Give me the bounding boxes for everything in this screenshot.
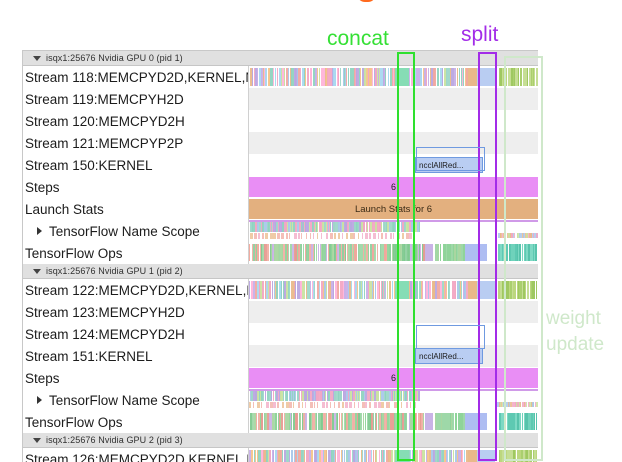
row-track[interactable] (248, 220, 538, 242)
timeline-row[interactable]: Stream 123:MEMCPYH2D (23, 301, 538, 323)
timeline-row[interactable]: Stream 151:KERNEL ncclAllRed... (23, 345, 538, 367)
timeline-row[interactable]: Stream 122:MEMCPYD2D,KERNEL,MI (23, 279, 538, 301)
timeline-row[interactable]: Stream 118:MEMCPYD2D,KERNEL,ME (23, 66, 538, 88)
annotation-weight-update-line2: update (546, 334, 604, 355)
chevron-down-icon[interactable] (33, 56, 41, 61)
row-label-text: TensorFlow Name Scope (49, 393, 200, 408)
row-label-text: Stream 150:KERNEL (25, 158, 153, 173)
row-label-text: TensorFlow Name Scope (49, 224, 200, 239)
row-track[interactable] (248, 323, 538, 345)
row-label-text: Steps (25, 371, 60, 386)
timeline-row[interactable]: Stream 121:MEMCPYP2P (23, 132, 538, 154)
row-label-text: Stream 121:MEMCPYP2P (25, 136, 183, 151)
row-track[interactable] (248, 110, 538, 132)
timeline-row[interactable]: Stream 120:MEMCPYD2H (23, 110, 538, 132)
chevron-right-icon[interactable] (37, 227, 42, 235)
chevron-right-icon[interactable] (37, 396, 42, 404)
row-label[interactable]: TensorFlow Ops (23, 242, 248, 264)
timeline-row[interactable]: Stream 124:MEMCPYD2H (23, 323, 538, 345)
row-label-text: Launch Stats (25, 202, 104, 217)
row-label[interactable]: Stream 119:MEMCPYH2D (23, 88, 248, 110)
row-label[interactable]: Stream 121:MEMCPYP2P (23, 132, 248, 154)
timeline-row[interactable]: Launch Stats Launch Stats for 6 (23, 198, 538, 220)
row-track[interactable]: 6 (248, 367, 538, 389)
annotation-weight-update: weight update (546, 306, 604, 358)
row-label-text: Stream 120:MEMCPYD2H (25, 114, 185, 129)
timeline-row[interactable]: TensorFlow Name Scope (23, 220, 538, 242)
chevron-down-icon[interactable] (33, 438, 41, 443)
annotation-split: split (461, 23, 498, 47)
row-track[interactable] (248, 88, 538, 110)
annotation-concat: concat (327, 27, 389, 51)
row-label[interactable]: Stream 124:MEMCPYD2H (23, 323, 248, 345)
row-label-text: TensorFlow Ops (25, 415, 123, 430)
annotation-weight-update-line1: weight (546, 308, 601, 329)
group-header-gpu-2[interactable]: isqx1:25676 Nvidia GPU 2 (pid 3) (23, 433, 538, 448)
timeline-row[interactable]: TensorFlow Ops (23, 411, 538, 433)
row-track[interactable] (248, 66, 538, 88)
row-label[interactable]: Steps (23, 176, 248, 198)
group-header-gpu-0[interactable]: isqx1:25676 Nvidia GPU 0 (pid 1) (23, 51, 538, 66)
row-track[interactable] (248, 279, 538, 301)
row-label[interactable]: Stream 120:MEMCPYD2H (23, 110, 248, 132)
row-track[interactable] (248, 242, 538, 264)
row-track[interactable]: Launch Stats for 6 (248, 198, 538, 220)
row-label[interactable]: Stream 151:KERNEL (23, 345, 248, 367)
row-label-text: Stream 126:MEMCPYD2D,KERNEL,MI (25, 452, 248, 462)
row-label[interactable]: Steps (23, 367, 248, 389)
row-label-text: Stream 123:MEMCPYH2D (25, 305, 185, 320)
row-track[interactable] (248, 132, 538, 154)
row-track[interactable] (248, 411, 538, 433)
row-track[interactable]: 6 (248, 176, 538, 198)
timeline-row[interactable]: Steps 6 (23, 176, 538, 198)
group-header-label: isqx1:25676 Nvidia GPU 0 (pid 1) (46, 53, 183, 63)
group-header-label: isqx1:25676 Nvidia GPU 2 (pid 3) (46, 435, 183, 445)
cut-off-orange-marker (357, 0, 376, 2)
row-label[interactable]: TensorFlow Name Scope (23, 220, 248, 242)
row-track[interactable] (248, 301, 538, 323)
row-label-text: Steps (25, 180, 60, 195)
row-label[interactable]: Stream 126:MEMCPYD2D,KERNEL,MI (23, 448, 248, 462)
row-label-text: Stream 151:KERNEL (25, 349, 153, 364)
row-label-text: Stream 118:MEMCPYD2D,KERNEL,ME (25, 70, 248, 85)
row-label-text: Stream 124:MEMCPYD2H (25, 327, 185, 342)
timeline-row[interactable]: TensorFlow Ops (23, 242, 538, 264)
row-label[interactable]: Launch Stats (23, 198, 248, 220)
timeline-row[interactable]: Steps 6 (23, 367, 538, 389)
timeline-row[interactable]: Stream 126:MEMCPYD2D,KERNEL,MI (23, 448, 538, 462)
row-label-text: Stream 122:MEMCPYD2D,KERNEL,MI (25, 283, 248, 298)
group-header-label: isqx1:25676 Nvidia GPU 1 (pid 2) (46, 266, 183, 276)
row-label[interactable]: Stream 122:MEMCPYD2D,KERNEL,MI (23, 279, 248, 301)
trace-viewer-panel[interactable]: isqx1:25676 Nvidia GPU 0 (pid 1) Stream 1… (22, 50, 538, 462)
row-label[interactable]: Stream 123:MEMCPYH2D (23, 301, 248, 323)
timeline-row[interactable]: TensorFlow Name Scope (23, 389, 538, 411)
row-label[interactable]: TensorFlow Ops (23, 411, 248, 433)
timeline-row[interactable]: Stream 150:KERNEL ncclAllRed... (23, 154, 538, 176)
row-track[interactable] (248, 389, 538, 411)
row-label-text: Stream 119:MEMCPYH2D (25, 92, 184, 107)
row-track[interactable] (248, 448, 538, 462)
row-label[interactable]: TensorFlow Name Scope (23, 389, 248, 411)
row-label[interactable]: Stream 118:MEMCPYD2D,KERNEL,ME (23, 66, 248, 88)
timeline-row[interactable]: Stream 119:MEMCPYH2D (23, 88, 538, 110)
row-track[interactable]: ncclAllRed... (248, 154, 538, 176)
row-label-text: TensorFlow Ops (25, 246, 123, 261)
row-label[interactable]: Stream 150:KERNEL (23, 154, 248, 176)
row-track[interactable]: ncclAllRed... (248, 345, 538, 367)
chevron-down-icon[interactable] (33, 269, 41, 274)
group-header-gpu-1[interactable]: isqx1:25676 Nvidia GPU 1 (pid 2) (23, 264, 538, 279)
